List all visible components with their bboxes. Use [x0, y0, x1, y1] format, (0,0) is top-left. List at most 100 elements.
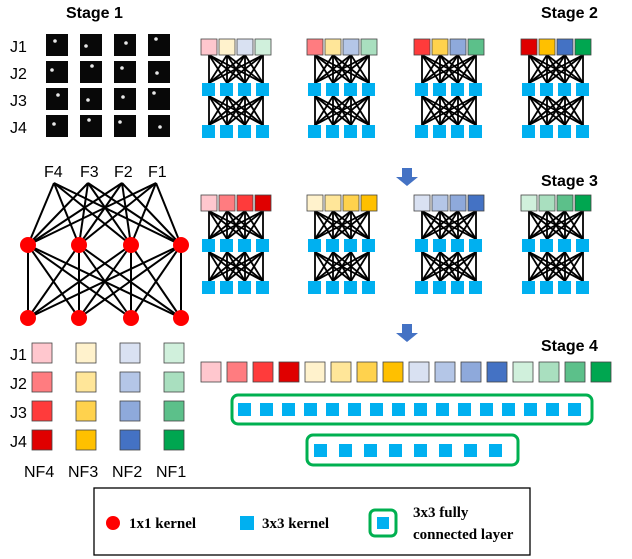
- fc-node: [238, 403, 251, 416]
- feature-color-square: [254, 38, 272, 56]
- feature-color-square: [520, 38, 538, 56]
- heatmap-keypoint: [90, 64, 94, 68]
- stage4-feature-square: [382, 361, 404, 383]
- connection-line: [27, 182, 157, 246]
- connection-line: [528, 210, 566, 240]
- blue-node-3x3: [415, 281, 428, 294]
- frame-label-f3: F3: [80, 164, 99, 181]
- fc-node: [436, 403, 449, 416]
- connection-line: [27, 182, 55, 246]
- blue-node-3x3: [576, 83, 589, 96]
- heatmap-cell: [114, 61, 136, 83]
- connection-line: [314, 95, 370, 126]
- blue-node-3x3: [220, 83, 233, 96]
- frame-label-f2: F2: [114, 164, 133, 181]
- heatmap-cell: [46, 115, 68, 137]
- blue-node-3x3: [344, 239, 357, 252]
- heatmap-keypoint: [86, 98, 90, 102]
- frame-label-f4: F4: [44, 164, 63, 181]
- connection-line: [332, 210, 370, 240]
- connection-line: [53, 182, 80, 246]
- feature-color-square: [236, 194, 254, 212]
- blue-node-3x3: [202, 281, 215, 294]
- legend-fc-label-line2: connected layer: [413, 527, 514, 543]
- red-node-1x1: [20, 237, 36, 253]
- blue-node-3x3: [308, 125, 321, 138]
- connection-line: [528, 54, 548, 84]
- stage4-feature-square: [226, 361, 248, 383]
- fc-node: [392, 403, 405, 416]
- blue-node-3x3: [451, 83, 464, 96]
- new-feature-square: [75, 342, 97, 364]
- connection-line: [314, 95, 334, 126]
- heatmap-keypoint: [154, 37, 158, 41]
- fc-node: [546, 403, 559, 416]
- blue-node-3x3: [576, 281, 589, 294]
- red-node-1x1: [71, 237, 87, 253]
- fc-node: [414, 444, 427, 457]
- fc-node: [304, 403, 317, 416]
- feature-color-square: [342, 194, 360, 212]
- connection-line: [421, 210, 477, 240]
- feature-color-square: [306, 38, 324, 56]
- connection-line: [314, 54, 370, 84]
- connection-line: [528, 54, 566, 84]
- connection-line: [314, 251, 334, 282]
- fc-node: [464, 444, 477, 457]
- connection-line: [350, 95, 370, 126]
- blue-node-3x3: [469, 239, 482, 252]
- blue-node-3x3: [344, 125, 357, 138]
- connection-line: [421, 251, 441, 282]
- joint-label-j4: J4: [10, 120, 27, 137]
- feature-color-square: [218, 38, 236, 56]
- feature-color-square: [538, 194, 556, 212]
- connection-line: [528, 251, 584, 282]
- joint-label-j2: J2: [10, 66, 27, 83]
- connection-line: [78, 182, 123, 246]
- feature-color-square: [342, 38, 360, 56]
- connection-line: [27, 244, 132, 319]
- connection-line: [314, 54, 352, 84]
- legend-fc-box-icon: [368, 508, 398, 538]
- feature-color-square: [200, 38, 218, 56]
- fc-node: [568, 403, 581, 416]
- legend-fc-label-line1: 3x3 fully: [413, 505, 469, 521]
- connection-line: [439, 95, 477, 126]
- blue-node-3x3: [344, 281, 357, 294]
- new-feature-square: [31, 342, 53, 364]
- blue-node-3x3: [220, 239, 233, 252]
- new-feature-square: [163, 371, 185, 393]
- heatmap-keypoint: [120, 66, 124, 70]
- frame-label-f1: F1: [148, 164, 167, 181]
- joint-label-j1: J1: [10, 39, 27, 56]
- connection-line: [332, 95, 370, 126]
- connection-line: [457, 251, 477, 282]
- feature-color-square: [324, 194, 342, 212]
- connection-line: [528, 210, 584, 240]
- nf-joint-label-j1: J1: [10, 347, 27, 364]
- blue-node-3x3: [451, 125, 464, 138]
- connection-line: [314, 210, 334, 240]
- connection-line: [208, 54, 264, 84]
- feature-color-square: [236, 38, 254, 56]
- legend-3x3-label: 3x3 kernel: [262, 516, 329, 532]
- stage4-feature-square: [278, 361, 300, 383]
- feature-color-square: [556, 194, 574, 212]
- connection-line: [208, 54, 228, 84]
- connection-line: [421, 210, 459, 240]
- feature-color-square: [413, 38, 431, 56]
- blue-node-3x3: [415, 83, 428, 96]
- connection-line: [226, 210, 264, 240]
- heatmap-keypoint: [155, 71, 159, 75]
- heatmap-cell: [114, 88, 136, 110]
- blue-node-3x3: [326, 239, 339, 252]
- fc-node: [414, 403, 427, 416]
- blue-node-3x3: [540, 83, 553, 96]
- red-node-1x1: [123, 310, 139, 326]
- connection-line: [457, 54, 477, 84]
- connection-line: [350, 210, 370, 240]
- nf-joint-label-j2: J2: [10, 376, 27, 393]
- stage4-feature-square: [486, 361, 508, 383]
- down-arrow-shaft: [402, 168, 412, 177]
